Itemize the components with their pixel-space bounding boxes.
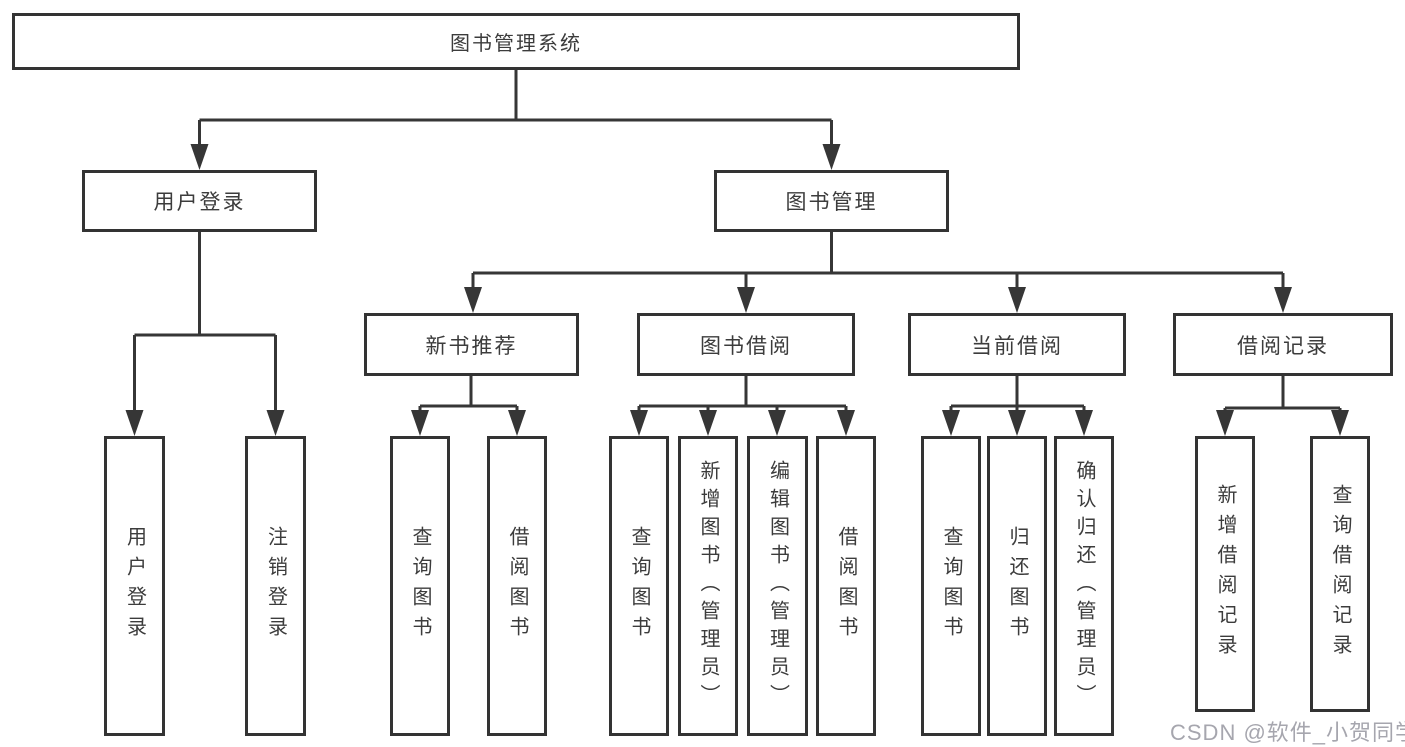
leaf-newbook-borrow: 借阅图书: [487, 436, 547, 736]
leaf-current-query-label: 查询图书: [940, 526, 962, 646]
node-book-management: 图书管理: [714, 170, 949, 232]
leaf-borrow-edit-admin: 编辑图书（管理员）: [747, 436, 808, 736]
leaf-borrow-book-label: 借阅图书: [835, 526, 857, 646]
leaf-record-query: 查询借阅记录: [1310, 436, 1370, 712]
leaf-borrow-edit-admin-label: 编辑图书（管理员）: [766, 460, 789, 712]
node-current-borrowing-label: 当前借阅: [971, 334, 1063, 358]
leaf-logout-label: 注销登录: [264, 526, 287, 646]
leaf-record-query-label: 查询借阅记录: [1329, 484, 1351, 664]
leaf-record-add-label: 新增借阅记录: [1214, 484, 1236, 664]
node-user-login: 用户登录: [82, 170, 317, 232]
node-user-login-label: 用户登录: [153, 191, 246, 214]
node-root: 图书管理系统: [12, 13, 1020, 70]
node-book-borrowing: 图书借阅: [637, 313, 855, 376]
leaf-logout: 注销登录: [245, 436, 306, 736]
node-new-book-recommend: 新书推荐: [364, 313, 579, 376]
leaf-current-return: 归还图书: [987, 436, 1047, 736]
leaf-newbook-borrow-label: 借阅图书: [506, 526, 528, 646]
leaf-user-login: 用户登录: [104, 436, 165, 736]
leaf-borrow-add-admin: 新增图书（管理员）: [678, 436, 738, 736]
leaf-borrow-query-label: 查询图书: [628, 526, 650, 646]
csdn-watermark: CSDN @软件_小贺同学: [1170, 720, 1405, 745]
node-borrow-records: 借阅记录: [1173, 313, 1393, 376]
leaf-current-query: 查询图书: [921, 436, 981, 736]
leaf-current-confirm-admin-label: 确认归还（管理员）: [1073, 460, 1095, 712]
node-book-management-label: 图书管理: [785, 191, 878, 214]
leaf-borrow-book: 借阅图书: [816, 436, 876, 736]
node-current-borrowing: 当前借阅: [908, 313, 1126, 376]
leaf-borrow-query: 查询图书: [609, 436, 669, 736]
leaf-record-add: 新增借阅记录: [1195, 436, 1255, 712]
leaf-current-return-label: 归还图书: [1006, 526, 1028, 646]
leaf-user-login-label: 用户登录: [123, 526, 146, 646]
node-new-book-recommend-label: 新书推荐: [425, 334, 518, 358]
node-borrow-records-label: 借阅记录: [1237, 334, 1329, 358]
leaf-newbook-query-label: 查询图书: [409, 526, 431, 646]
leaf-newbook-query: 查询图书: [390, 436, 450, 736]
leaf-borrow-add-admin-label: 新增图书（管理员）: [697, 460, 719, 712]
node-book-borrowing-label: 图书借阅: [700, 334, 792, 358]
leaf-current-confirm-admin: 确认归还（管理员）: [1054, 436, 1114, 736]
node-root-label: 图书管理系统: [450, 33, 582, 55]
